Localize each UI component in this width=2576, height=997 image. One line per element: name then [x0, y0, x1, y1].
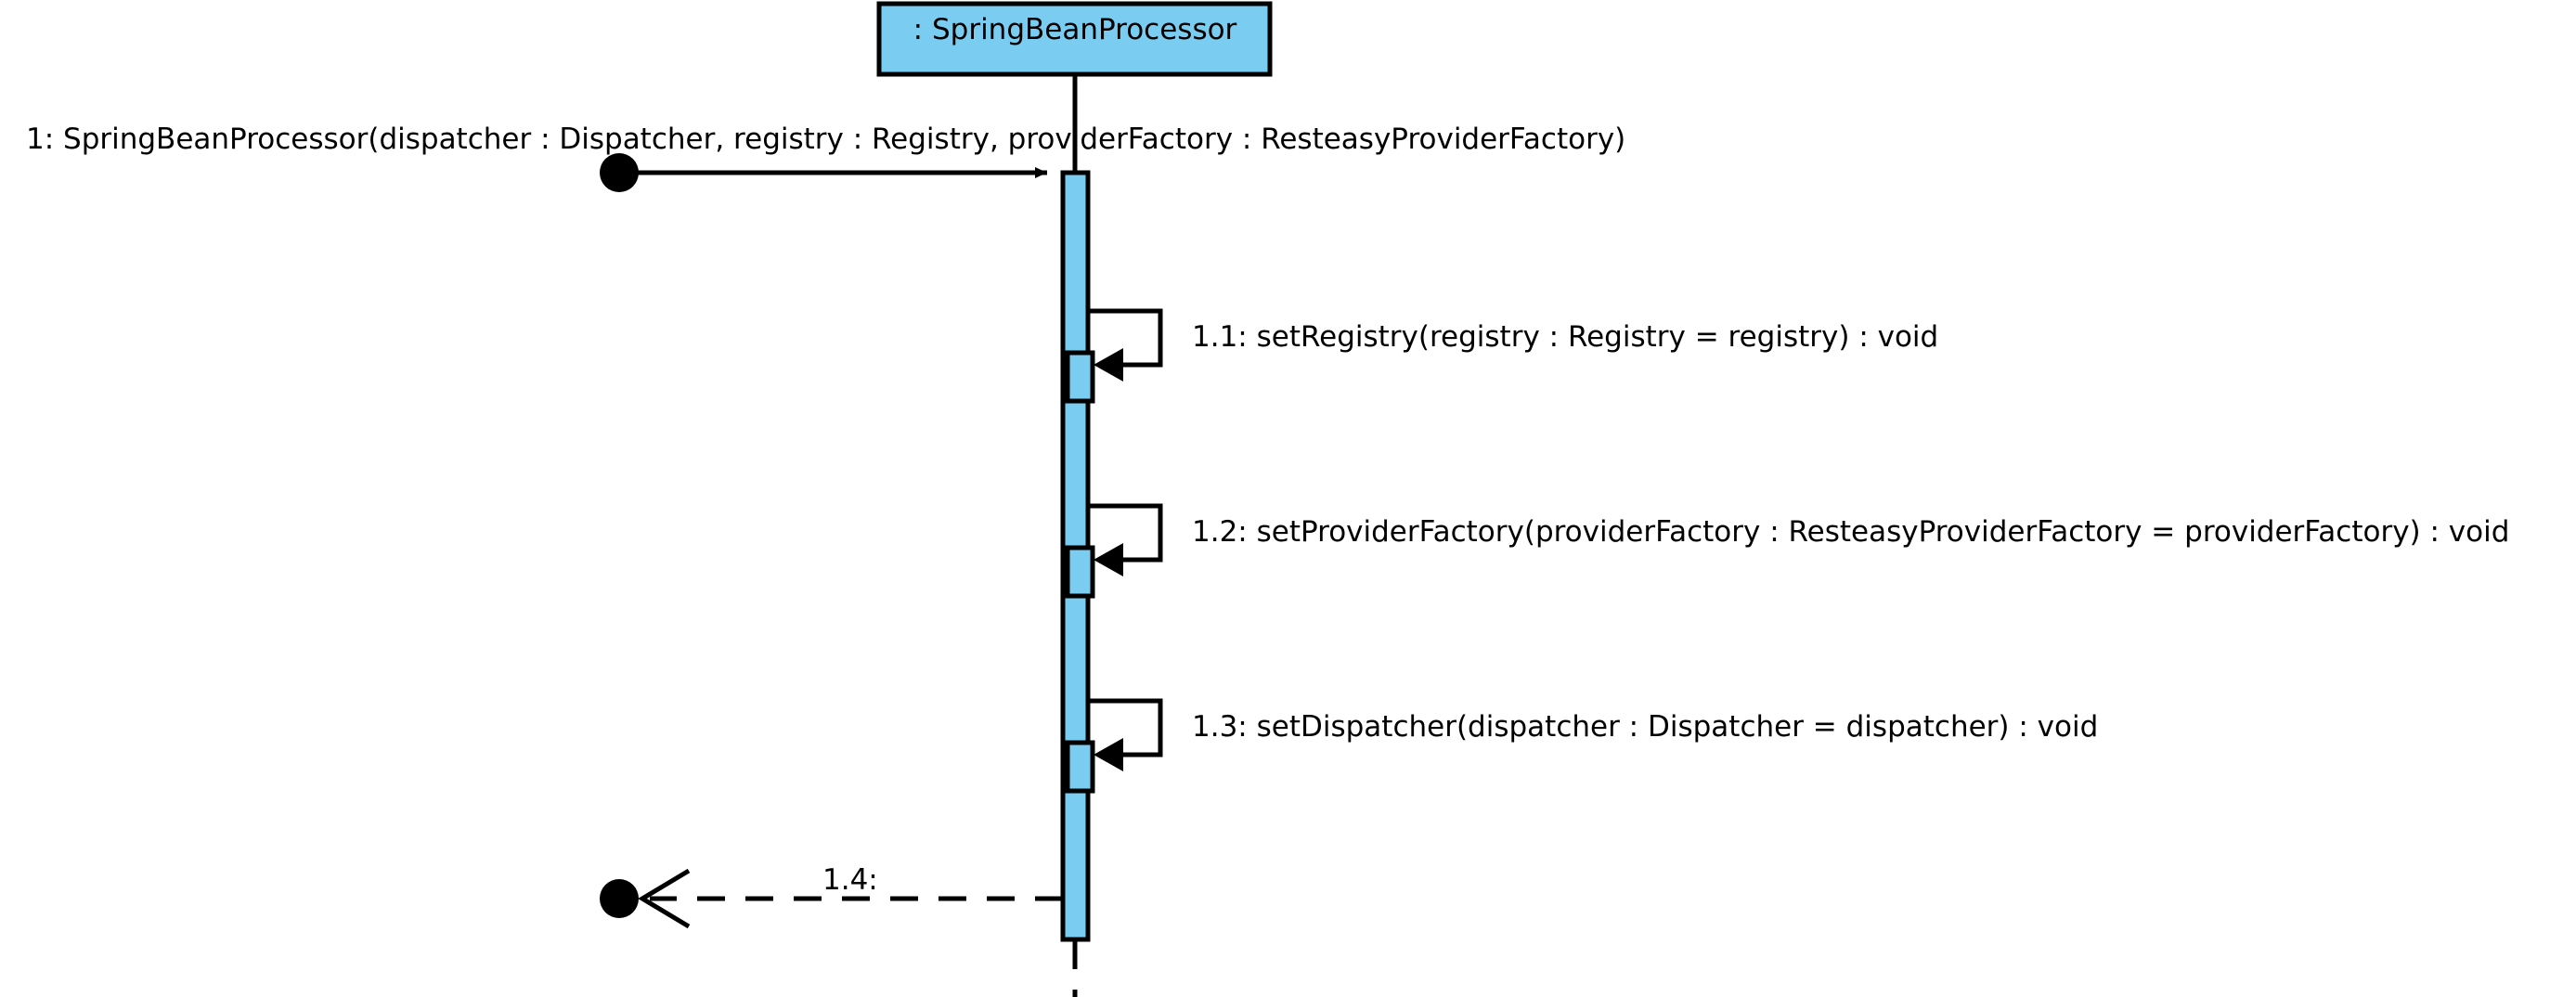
return-message-end-node	[600, 879, 639, 918]
message-1-4-label: 1.4:	[822, 863, 878, 897]
message-1-group[interactable]: 1: SpringBeanProcessor(dispatcher : Disp…	[26, 123, 1625, 192]
message-1-2-label: 1.2: setProviderFactory(providerFactory …	[1192, 515, 2509, 549]
message-1-3-label: 1.3: setDispatcher(dispatcher : Dispatch…	[1192, 710, 2098, 744]
message-1-2-arrowhead	[1094, 543, 1123, 576]
message-1-label: 1: SpringBeanProcessor(dispatcher : Disp…	[26, 123, 1625, 156]
message-1-3-self-call-path	[1088, 698, 1163, 757]
nested-activation-1-3[interactable]	[1065, 740, 1095, 794]
nested-activation-1-2[interactable]	[1065, 545, 1095, 599]
message-1-1-self-call-path	[1088, 308, 1163, 368]
message-1-4-open-arrowhead	[638, 868, 691, 929]
message-1-2-self-call-path	[1088, 503, 1163, 563]
message-1-1-label: 1.1: setRegistry(registry : Registry = r…	[1192, 320, 1938, 354]
lifeline-head-spring-bean-processor[interactable]: : SpringBeanProcessor	[876, 1, 1273, 77]
lifeline-head-label: : SpringBeanProcessor	[913, 13, 1237, 46]
message-1-4-group[interactable]: 1.4:	[600, 863, 1063, 929]
message-1-3-arrowhead	[1094, 738, 1123, 771]
message-1-1-group[interactable]: 1.1: setRegistry(registry : Registry = r…	[1065, 308, 1938, 404]
nested-activation-1-1[interactable]	[1065, 350, 1095, 404]
message-1-3-group[interactable]: 1.3: setDispatcher(dispatcher : Dispatch…	[1065, 698, 2098, 794]
message-1-2-group[interactable]: 1.2: setProviderFactory(providerFactory …	[1065, 503, 2509, 599]
message-1-1-arrowhead	[1094, 348, 1123, 382]
